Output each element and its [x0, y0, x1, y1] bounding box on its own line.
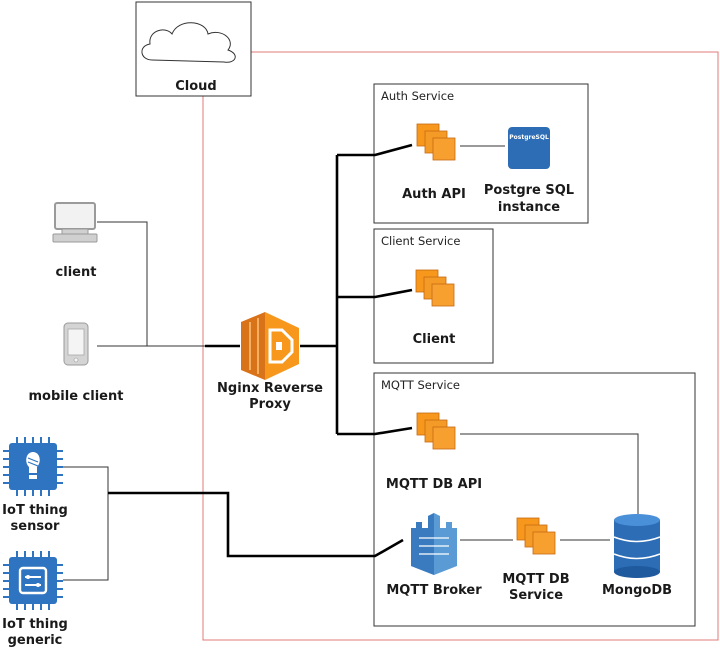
nginx-proxy-icon [241, 312, 299, 380]
iot-sensor-label-line2: sensor [11, 519, 60, 534]
postgres-label-line2: instance [498, 200, 560, 215]
postgres-icon: PostgreSQL [508, 127, 550, 169]
mobile-client-label: mobile client [29, 389, 124, 404]
iot-generic-icon [3, 551, 63, 610]
mqtt-broker-label: MQTT Broker [386, 583, 482, 598]
iot-sensor-icon [3, 437, 63, 496]
mqtt-db-service-label-line1: MQTT DB [502, 572, 569, 587]
auth-api-label: Auth API [402, 187, 466, 202]
mqtt-db-service-label-line2: Service [509, 588, 563, 603]
thick-connections [108, 143, 413, 558]
client-to-proxy-line [97, 221, 210, 347]
client-app-label: Client [413, 332, 456, 347]
trunk-to-auth [337, 143, 413, 157]
cloud-icon [141, 22, 236, 63]
trunk-to-client [337, 288, 413, 299]
iot-sensor-to-bus-line [63, 466, 109, 493]
iot-generic-label-line2: generic [8, 633, 63, 648]
mqttdbapi-to-mongo-line [460, 433, 639, 514]
mobile-icon [63, 322, 89, 366]
mongodb-label: MongoDB [602, 583, 672, 598]
mqtt-db-api-label: MQTT DB API [386, 477, 482, 492]
svg-text:PostgreSQL: PostgreSQL [509, 134, 549, 141]
proxy-label-line2: Proxy [249, 397, 291, 412]
proxy-label-line1: Nginx Reverse [217, 381, 323, 396]
mqtt-service-title: MQTT Service [381, 378, 460, 392]
auth-service-title: Auth Service [381, 89, 454, 103]
iot-to-broker [108, 491, 404, 558]
thin-connections [63, 145, 639, 581]
cloud-label: Cloud [175, 79, 217, 94]
postgres-label-line1: Postgre SQL [484, 183, 574, 198]
client-service-title: Client Service [381, 234, 460, 248]
mongodb-icon [613, 514, 661, 578]
client-label: client [56, 265, 97, 280]
cloud-box: Cloud [135, 1, 252, 97]
desktop-icon [52, 202, 98, 243]
mqtt-broker-icon [411, 513, 457, 575]
iot-generic-to-bus-line [63, 493, 109, 581]
iot-sensor-label-line1: IoT thing [2, 503, 68, 518]
iot-generic-label-line1: IoT thing [2, 617, 68, 632]
trunk-to-mqtt [337, 426, 413, 436]
auth-service-box [373, 83, 589, 224]
